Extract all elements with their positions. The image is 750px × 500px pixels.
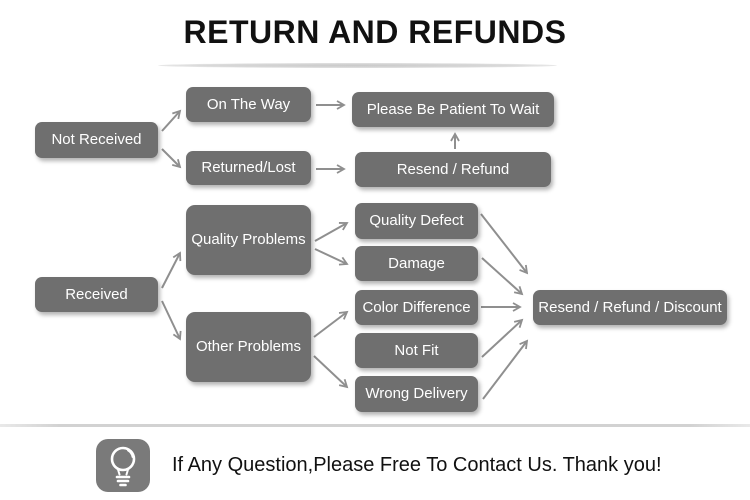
node-on-the-way: On The Way [186,87,311,122]
arrow-not-fit-to-final [481,318,524,358]
node-color-difference: Color Difference [355,290,478,325]
node-resend-refund: Resend / Refund [355,152,551,187]
node-quality-problems: Quality Problems [186,205,311,275]
node-returned-lost: Returned/Lost [186,151,311,185]
footer-message: If Any Question,Please Free To Contact U… [172,454,662,476]
arrow-received-to-other-problems [161,300,182,341]
arrow-quality-defect-to-final [480,213,529,275]
lightbulb-icon [96,439,150,492]
node-please-be-patient: Please Be Patient To Wait [352,92,554,127]
arrow-wrong-delivery-to-final [482,339,529,400]
page-title: RETURN AND REFUNDS [183,14,567,50]
arrow-other-problems-to-wrong-delivery [313,355,349,389]
node-wrong-delivery: Wrong Delivery [355,376,478,412]
node-quality-defect: Quality Defect [355,203,478,239]
node-resend-refund-discount: Resend / Refund / Discount [533,290,727,325]
arrow-not-received-to-returned-lost [161,148,182,169]
node-not-received: Not Received [35,122,158,158]
arrow-damage-to-final [481,257,524,296]
node-other-problems: Other Problems [186,312,311,382]
title-underline [158,63,557,68]
node-not-fit: Not Fit [355,333,478,368]
arrow-quality-problems-to-damage [314,248,349,266]
node-received: Received [35,277,158,312]
footer-divider [0,424,750,427]
arrow-not-received-to-on-the-way [161,109,182,132]
arrow-received-to-quality-problems [161,251,182,289]
arrow-quality-problems-to-quality-defect [314,222,349,242]
node-damage: Damage [355,246,478,281]
arrow-other-problems-to-color-difference [313,310,349,338]
